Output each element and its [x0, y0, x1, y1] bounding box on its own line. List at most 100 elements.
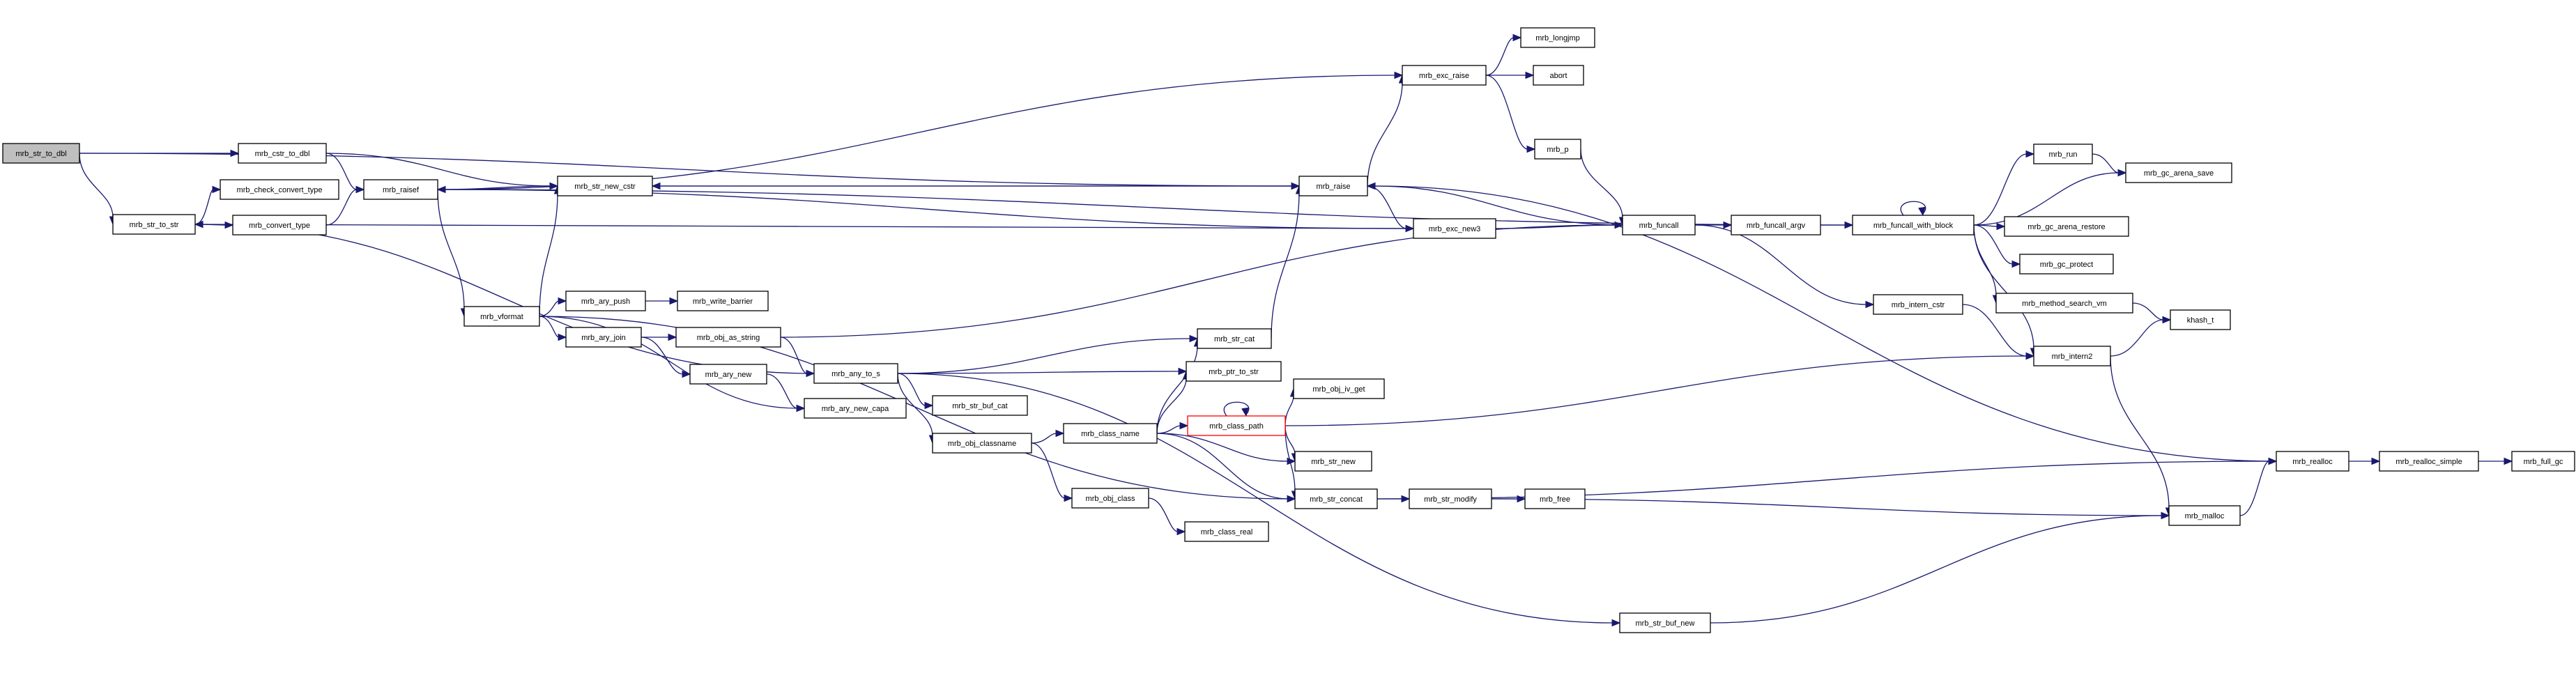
nodes-layer: mrb_str_to_dbl mrb_cstr_to_dbl mrb_str_to_… — [2, 27, 2575, 633]
node-mrb-str-concat[interactable]: mrb_str_concat — [1294, 488, 1378, 509]
node-box — [2125, 162, 2232, 183]
edge-mrb-any-to-s-to-mrb-ptr-to-str — [897, 367, 1188, 376]
node-mrb-exc-raise[interactable]: mrb_exc_raise — [1402, 65, 1487, 86]
node-box — [232, 215, 327, 235]
node-box — [112, 214, 196, 235]
node-mrb-str-to-str[interactable]: mrb_str_to_str — [112, 214, 196, 235]
node-mrb-check-convert-type[interactable]: mrb_check_convert_type — [220, 179, 339, 200]
node-khash-t[interactable]: khash_t — [2170, 309, 2231, 330]
edge-mrb-funcall-with-block-to-mrb-gc-protect — [1973, 224, 2021, 268]
node-mrb-funcall-argv[interactable]: mrb_funcall_argv — [1731, 215, 1821, 235]
node-mrb-realloc-simple[interactable]: mrb_realloc_simple — [2379, 451, 2479, 472]
node-box — [1409, 488, 1492, 509]
edge-arrowhead — [669, 297, 679, 305]
node-label: mrb_run — [2049, 150, 2078, 159]
node-box — [1197, 328, 1272, 349]
node-mrb-ptr-to-str[interactable]: mrb_ptr_to_str — [1186, 361, 1282, 382]
edge-mrb-exc-raise-to-mrb-longjmp — [1485, 33, 1522, 76]
edge-mrb-malloc-to-mrb-realloc — [2239, 457, 2278, 516]
node-mrb-ary-push[interactable]: mrb_ary_push — [565, 291, 646, 311]
node-mrb-gc-arena-restore[interactable]: mrb_gc_arena_restore — [2004, 216, 2129, 237]
node-mrb-class-name[interactable]: mrb_class_name — [1063, 423, 1158, 444]
node-mrb-str-cat[interactable]: mrb_str_cat — [1197, 328, 1272, 349]
edge-line — [325, 189, 358, 226]
node-box — [1619, 612, 1711, 633]
node-mrb-str-buf-cat[interactable]: mrb_str_buf_cat — [932, 395, 1028, 416]
edge-arrowhead — [230, 149, 240, 157]
node-mrb-cstr-to-dbl[interactable]: mrb_cstr_to_dbl — [238, 143, 327, 164]
edge-mrb-raise-to-mrb-exc-new3 — [1367, 185, 1415, 233]
edge-mrb-run-to-mrb-gc-arena-save — [2092, 153, 2127, 177]
edge-mrb-obj-as-string-to-mrb-any-to-s — [780, 337, 815, 378]
node-mrb-method-search-vm[interactable]: mrb_method_search_vm — [1995, 293, 2133, 314]
node-mrb-any-to-s[interactable]: mrb_any_to_s — [813, 363, 898, 384]
edge-arrowhead — [436, 185, 446, 194]
edge-line — [539, 316, 1289, 500]
node-abort[interactable]: abort — [1533, 65, 1584, 86]
node-mrb-raisef[interactable]: mrb_raisef — [363, 179, 438, 200]
edge-line — [79, 153, 114, 218]
node-label: khash_t — [2187, 316, 2214, 325]
node-mrb-intern2[interactable]: mrb_intern2 — [2033, 346, 2111, 366]
node-mrb-write-barrier[interactable]: mrb_write_barrier — [677, 291, 769, 311]
node-mrb-str-modify[interactable]: mrb_str_modify — [1409, 488, 1492, 509]
node-mrb-str-new[interactable]: mrb_str_new — [1294, 451, 1372, 472]
edge-arrowhead — [194, 220, 204, 229]
node-mrb-vformat[interactable]: mrb_vformat — [463, 306, 540, 327]
node-mrb-obj-as-string[interactable]: mrb_obj_as_string — [675, 327, 781, 348]
node-mrb-funcall-with-block[interactable]: mrb_funcall_with_block — [1852, 215, 1975, 235]
node-mrb-str-buf-new[interactable]: mrb_str_buf_new — [1619, 612, 1711, 633]
node-mrb-full-gc[interactable]: mrb_full_gc — [2511, 451, 2575, 472]
node-mrb-class-path[interactable]: mrb_class_path — [1187, 415, 1286, 436]
node-mrb-gc-arena-save[interactable]: mrb_gc_arena_save — [2125, 162, 2232, 183]
node-mrb-str-to-dbl[interactable]: mrb_str_to_dbl — [2, 143, 80, 164]
edge-mrb-funcall-with-block-to-mrb-run — [1973, 150, 2035, 226]
edge-line — [539, 192, 558, 317]
node-mrb-ary-new[interactable]: mrb_ary_new — [689, 364, 767, 385]
node-mrb-convert-type[interactable]: mrb_convert_type — [232, 215, 327, 235]
edge-line — [1156, 425, 1181, 434]
node-mrb-obj-classname[interactable]: mrb_obj_classname — [932, 433, 1032, 454]
node-mrb-raise[interactable]: mrb_raise — [1298, 176, 1368, 196]
edge-line — [1485, 37, 1515, 76]
edge-arrowhead — [1176, 527, 1186, 536]
node-mrb-intern-cstr[interactable]: mrb_intern_cstr — [1873, 294, 1963, 315]
edge-mrb-any-to-s-to-mrb-str-buf-new — [897, 373, 1621, 627]
node-mrb-run[interactable]: mrb_run — [2033, 144, 2093, 164]
edge-arrowhead — [558, 297, 567, 305]
edge-mrb-ary-push-to-mrb-write-barrier — [645, 297, 679, 305]
node-mrb-str-new-cstr[interactable]: mrb_str_new_cstr — [557, 176, 653, 196]
node-mrb-gc-protect[interactable]: mrb_gc_protect — [2019, 254, 2114, 275]
edge-arrowhead — [682, 370, 691, 378]
node-box — [2019, 254, 2114, 275]
edge-mrb-obj-classname-to-mrb-class-name — [1031, 429, 1065, 444]
edge-arrowhead — [2025, 150, 2035, 158]
node-label: mrb_funcall_with_block — [1873, 222, 1954, 230]
edge-mrb-convert-type-to-mrb-raisef — [325, 185, 365, 226]
node-mrb-obj-class[interactable]: mrb_obj_class — [1071, 488, 1149, 509]
node-box — [2379, 451, 2479, 472]
edge-mrb-p-to-mrb-funcall — [1580, 148, 1627, 226]
edge-line — [897, 338, 1191, 374]
node-label: mrb_str_cat — [1214, 335, 1255, 343]
node-mrb-p[interactable]: mrb_p — [1534, 139, 1581, 160]
node-label: mrb_gc_arena_save — [2144, 169, 2214, 178]
node-mrb-funcall[interactable]: mrb_funcall — [1622, 215, 1696, 235]
edge-line — [1156, 433, 1289, 500]
node-mrb-ary-new-capa[interactable]: mrb_ary_new_capa — [804, 398, 907, 419]
node-mrb-realloc[interactable]: mrb_realloc — [2276, 451, 2349, 472]
node-mrb-ary-join[interactable]: mrb_ary_join — [565, 327, 642, 348]
node-label: mrb_realloc — [2292, 458, 2333, 466]
node-box — [1534, 139, 1581, 160]
node-mrb-exc-new3[interactable]: mrb_exc_new3 — [1413, 218, 1496, 239]
node-mrb-longjmp[interactable]: mrb_longjmp — [1520, 27, 1595, 48]
node-mrb-malloc[interactable]: mrb_malloc — [2168, 505, 2241, 526]
node-mrb-obj-iv-get[interactable]: mrb_obj_iv_get — [1293, 378, 1385, 399]
edge-arrowhead — [212, 185, 222, 194]
node-mrb-free[interactable]: mrb_free — [1524, 488, 1586, 509]
edge-mrb-str-to-str-to-mrb-check-convert-type — [194, 185, 222, 225]
node-mrb-class-real[interactable]: mrb_class_real — [1184, 521, 1269, 542]
edge-line — [1710, 515, 2163, 624]
edge-line — [897, 371, 1180, 374]
node-label: mrb_str_to_str — [130, 221, 179, 229]
